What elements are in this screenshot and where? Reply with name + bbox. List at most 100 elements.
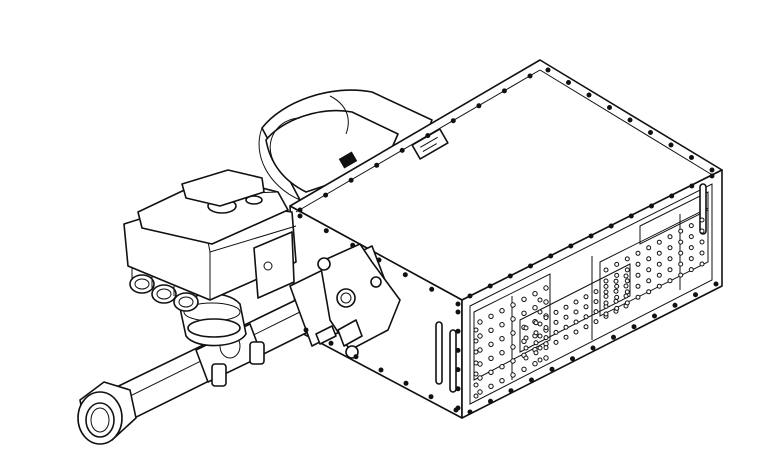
rivet (402, 272, 408, 278)
perforation-hole (563, 334, 569, 340)
rivet (455, 386, 461, 392)
rivet (648, 130, 653, 135)
perforation-hole (477, 333, 483, 339)
rivet (693, 292, 698, 298)
perforation-hole (688, 256, 694, 262)
perforation-hole (583, 304, 589, 310)
perforation-hole (624, 256, 630, 262)
rivet (328, 340, 334, 346)
rivet (450, 118, 456, 124)
rivet (527, 73, 533, 79)
rivet (428, 394, 434, 400)
perforation-hole (537, 321, 543, 327)
perforation-hole (603, 311, 609, 317)
perforation-hole (699, 261, 705, 267)
rivet (455, 301, 461, 307)
perforation-hole (510, 316, 516, 322)
perforation-hole (521, 366, 527, 372)
perforation-hole (667, 278, 673, 284)
perforation-hole (521, 296, 527, 302)
rivet (323, 192, 329, 198)
perforation-hole (473, 371, 479, 377)
perforation-hole (473, 393, 479, 399)
perforation-hole (656, 261, 662, 267)
perforation-hole (477, 319, 483, 325)
rivet (528, 263, 533, 269)
rivet (628, 213, 634, 219)
perforation-hole (678, 272, 684, 278)
perforation-hole (603, 293, 609, 299)
rivet (467, 409, 473, 415)
perforation-hole (510, 372, 516, 378)
perforation-hole (635, 250, 641, 256)
perforation-hole (488, 341, 494, 347)
perforation-hole (499, 308, 505, 314)
rivet (566, 80, 571, 85)
perforation-hole (543, 355, 549, 361)
perforation-hole (593, 289, 599, 295)
perforation-hole (499, 336, 505, 342)
perforation-hole (477, 375, 483, 381)
perforation-hole (699, 239, 705, 245)
perforation-hole (593, 319, 599, 325)
rivet (568, 243, 574, 249)
perforation-hole (543, 315, 549, 321)
rivet (378, 367, 384, 373)
perforation-hole (537, 357, 543, 363)
perforation-hole (688, 245, 694, 251)
rivet (455, 347, 461, 353)
rivet (425, 133, 431, 139)
perforation-hole (499, 350, 505, 356)
perforation-hole (635, 283, 641, 289)
rivet (713, 281, 719, 287)
rivet (627, 117, 633, 123)
perforation-hole (553, 319, 559, 325)
perforation-hole (624, 300, 630, 306)
perforation-hole (614, 305, 620, 311)
rivet (429, 286, 435, 292)
perforation-hole (488, 369, 494, 375)
perforation-hole (646, 289, 652, 295)
perforation-hole (477, 389, 483, 395)
rivet (467, 293, 473, 299)
perforation-hole (613, 298, 619, 304)
rivet (487, 283, 493, 289)
rivet (297, 213, 303, 219)
perforation-hole (523, 335, 529, 341)
perforation-hole (656, 250, 662, 256)
perforation-hole (656, 272, 662, 278)
rivet (590, 345, 596, 351)
rivet (507, 273, 513, 279)
perforation-hole (614, 272, 620, 278)
perforation-hole (533, 320, 539, 326)
rivet (549, 366, 555, 372)
perforation-hole (477, 347, 483, 353)
perforation-hole (614, 294, 620, 300)
perforation-hole (678, 239, 684, 245)
rivet (399, 147, 405, 153)
perforation-hole (488, 383, 494, 389)
pipe-assembly (77, 243, 401, 445)
rivet (570, 356, 575, 362)
perforation-hole (614, 283, 620, 289)
rivet (586, 92, 592, 98)
rivet (323, 228, 329, 234)
perforation-hole (623, 293, 629, 299)
perforation-hole (532, 305, 538, 311)
perforation-hole (699, 217, 705, 223)
perforation-hole (573, 329, 579, 335)
rivet (607, 105, 612, 110)
rivet (455, 367, 461, 373)
rivet (548, 253, 554, 259)
perforation-hole (667, 245, 673, 251)
rivet (672, 302, 678, 308)
perforation-hole (667, 256, 673, 262)
perforation-hole (523, 325, 529, 331)
rivet (669, 193, 675, 199)
perforation-hole (537, 297, 543, 303)
rivet (588, 233, 594, 239)
perforation-hole (537, 345, 543, 351)
valve-actuator (123, 169, 297, 347)
perforation-hole (543, 335, 549, 341)
